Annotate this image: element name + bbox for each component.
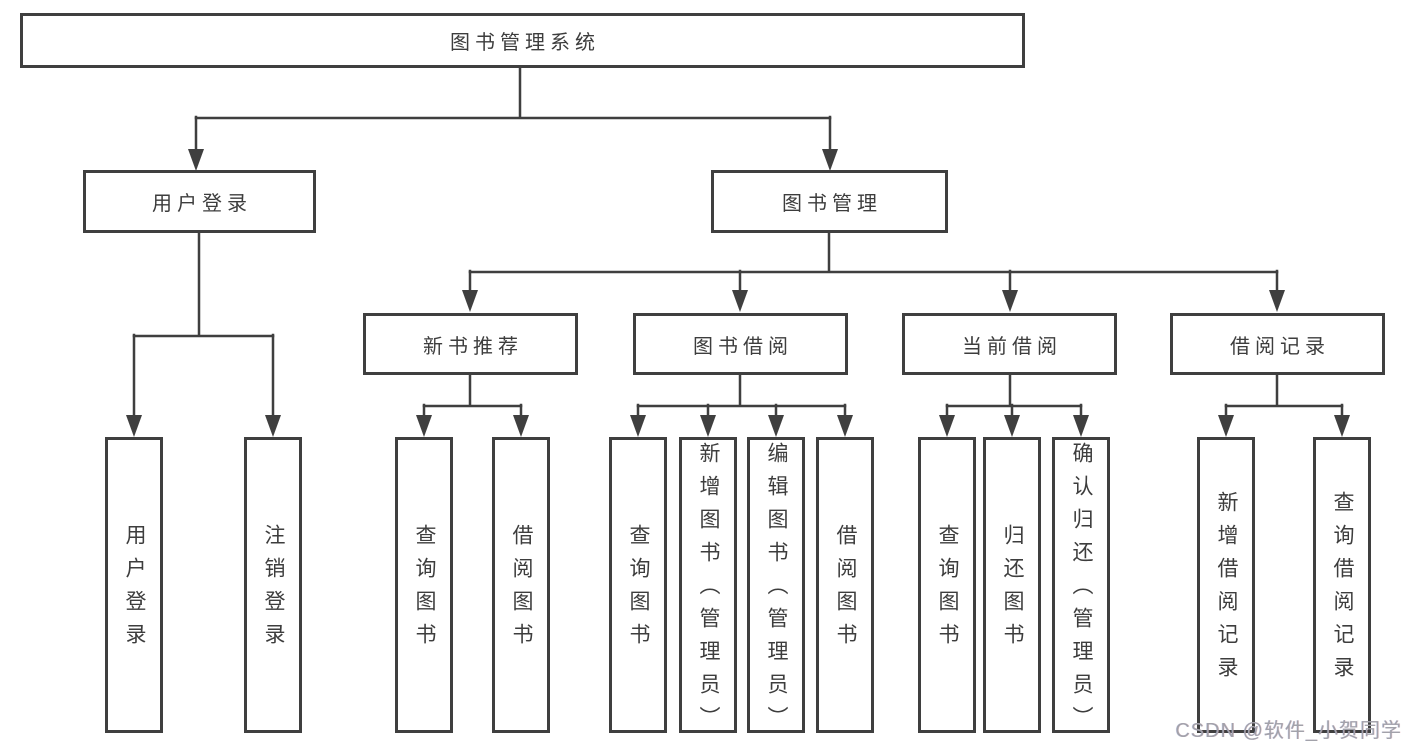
node-leaf-add-book-admin: 新增图书（管理员） [679, 437, 737, 739]
node-label: 新增图书（管理员） [697, 441, 720, 739]
node-label: 用户登录 [123, 524, 146, 656]
node-leaf-user-login: 用户登录 [105, 437, 163, 733]
node-leaf-query-books-current: 查询图书 [918, 437, 976, 733]
node-label: 查询图书 [413, 524, 436, 656]
node-leaf-edit-book-admin: 编辑图书（管理员） [747, 437, 805, 739]
node-book-management: 图书管理 [711, 170, 948, 233]
node-current-borrowing: 当前借阅 [902, 313, 1117, 375]
node-label: 确认归还（管理员） [1070, 441, 1093, 739]
connector-book-management-to-level3 [462, 231, 1285, 312]
connector-book-borrowing-to-leaves [630, 373, 853, 437]
node-label: 编辑图书（管理员） [765, 441, 788, 739]
csdn-watermark: CSDN @软件_小贺同学 [1175, 720, 1402, 742]
node-leaf-query-borrow-record: 查询借阅记录 [1313, 437, 1371, 733]
connector-user-login-to-leaves [126, 231, 281, 437]
node-label: 用户登录 [152, 193, 252, 215]
node-label: 借阅图书 [510, 524, 533, 656]
node-leaf-query-books-borrowing: 查询图书 [609, 437, 667, 733]
connector-new-book-recommendation-to-leaves [416, 373, 529, 437]
node-label: 图书管理 [782, 193, 882, 215]
node-leaf-return-book: 归还图书 [983, 437, 1041, 733]
node-label: 注销登录 [262, 524, 285, 656]
node-label: 归还图书 [1001, 524, 1024, 656]
node-label: 新增借阅记录 [1215, 491, 1238, 689]
node-label: 图书管理系统 [450, 32, 600, 54]
node-root-system: 图书管理系统 [20, 13, 1025, 68]
node-leaf-confirm-return-admin: 确认归还（管理员） [1052, 437, 1110, 739]
node-label: 借阅记录 [1230, 335, 1330, 358]
node-borrowing-records: 借阅记录 [1170, 313, 1385, 375]
connector-borrowing-records-to-leaves [1218, 373, 1350, 437]
node-book-borrowing: 图书借阅 [633, 313, 848, 375]
node-user-login: 用户登录 [83, 170, 316, 233]
node-label: 借阅图书 [834, 524, 857, 656]
node-label: 查询图书 [627, 524, 650, 656]
node-leaf-borrow-book: 借阅图书 [816, 437, 874, 733]
node-leaf-query-books-recommend: 查询图书 [395, 437, 453, 733]
node-label: 当前借阅 [962, 335, 1062, 358]
node-leaf-logout: 注销登录 [244, 437, 302, 733]
node-label: 查询借阅记录 [1331, 491, 1354, 689]
node-label: 图书借阅 [693, 335, 793, 358]
connector-current-borrowing-to-leaves [939, 373, 1089, 437]
node-new-book-recommendation: 新书推荐 [363, 313, 578, 375]
node-leaf-borrow-books-recommend: 借阅图书 [492, 437, 550, 733]
node-label: 新书推荐 [423, 335, 523, 358]
node-leaf-add-borrow-record: 新增借阅记录 [1197, 437, 1255, 733]
node-label: 查询图书 [936, 524, 959, 656]
connector-root-to-level2 [188, 66, 838, 171]
